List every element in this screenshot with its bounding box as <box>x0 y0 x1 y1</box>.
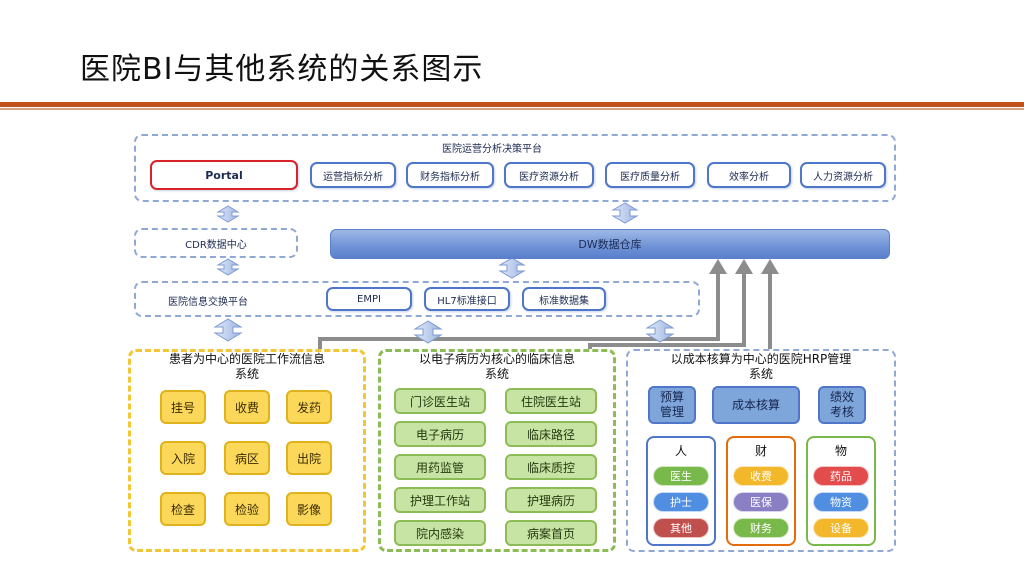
emr-item-case-front-page[interactable]: 病案首页 <box>505 520 597 546</box>
empi-button[interactable]: EMPI <box>326 287 412 311</box>
hl7-interface-button[interactable]: HL7标准接口 <box>424 287 510 311</box>
chip-drug[interactable]: 药品 <box>813 466 869 486</box>
ops-indicator-analysis[interactable]: 运营指标分析 <box>310 162 396 188</box>
hrp-cost-accounting[interactable]: 成本核算 <box>712 386 800 424</box>
title-rule <box>0 102 1024 107</box>
dbl-arrow-cdr-exchange <box>216 258 240 276</box>
group-material-head: 物 <box>834 444 847 458</box>
emr-item-nursing-station[interactable]: 护理工作站 <box>394 487 486 513</box>
chip-charge[interactable]: 收费 <box>733 466 789 486</box>
hrp-performance-review[interactable]: 绩效考核 <box>818 386 866 424</box>
efficiency-analysis[interactable]: 效率分析 <box>707 162 791 188</box>
performance-line2: 考核 <box>829 405 854 419</box>
emr-title-line2: 系统 <box>484 367 509 381</box>
hrp-budget-management[interactable]: 预算管理 <box>648 386 696 424</box>
emr-title: 以电子病历为核心的临床信息 系统 <box>378 352 616 382</box>
emr-system-box <box>378 349 616 552</box>
his-item-ward[interactable]: 病区 <box>224 441 270 475</box>
arrow-head-3 <box>761 259 779 274</box>
his-item-admission[interactable]: 入院 <box>160 441 206 475</box>
his-item-charge[interactable]: 收费 <box>224 390 270 424</box>
hr-analysis[interactable]: 人力资源分析 <box>800 162 886 188</box>
medical-resource-analysis[interactable]: 医疗资源分析 <box>504 162 594 188</box>
dbl-arrow-platform-dw <box>611 202 639 224</box>
chip-supplies[interactable]: 物资 <box>813 492 869 512</box>
group-finance-head: 财 <box>754 444 767 458</box>
cdr-label: CDR数据中心 <box>185 239 247 251</box>
hrp-group-people: 人 医生 护士 其他 <box>646 436 716 546</box>
chip-equipment[interactable]: 设备 <box>813 518 869 538</box>
emr-item-outpatient-station[interactable]: 门诊医生站 <box>394 388 486 414</box>
hrp-title-line2: 系统 <box>748 367 773 381</box>
finance-indicator-analysis[interactable]: 财务指标分析 <box>406 162 494 188</box>
his-item-discharge[interactable]: 出院 <box>286 441 332 475</box>
his-title-line1: 患者为中心的医院工作流信息 <box>168 352 325 366</box>
dbl-arrow-portal-cdr <box>216 205 240 223</box>
hrp-title-line1: 以成本核算为中心的医院HRP管理 <box>670 352 852 366</box>
his-item-exam[interactable]: 检查 <box>160 492 206 526</box>
hrp-title: 以成本核算为中心的医院HRP管理 系统 <box>626 352 896 382</box>
chip-insurance[interactable]: 医保 <box>733 492 789 512</box>
his-item-lab[interactable]: 检验 <box>224 492 270 526</box>
emr-item-medication-monitor[interactable]: 用药监管 <box>394 454 486 480</box>
performance-line1: 绩效 <box>829 390 854 404</box>
budget-line2: 管理 <box>659 405 684 419</box>
exchange-label: 医院信息交换平台 <box>168 297 248 308</box>
dbl-arrow-exchange-his <box>213 318 243 342</box>
dbl-arrow-exchange-hrp <box>645 319 675 343</box>
dbl-arrow-dw-exchange <box>498 257 526 279</box>
medical-quality-analysis[interactable]: 医疗质量分析 <box>605 162 695 188</box>
chip-nurse[interactable]: 护士 <box>653 492 709 512</box>
cost-accounting-label: 成本核算 <box>731 397 780 412</box>
group-people-head: 人 <box>674 444 687 458</box>
dw-data-warehouse: DW数据仓库 <box>330 229 890 259</box>
emr-item-emr[interactable]: 电子病历 <box>394 421 486 447</box>
cdr-data-center: CDR数据中心 <box>134 228 298 258</box>
hrp-group-finance: 财 收费 医保 财务 <box>726 436 796 546</box>
dbl-arrow-exchange-emr <box>413 320 443 344</box>
emr-title-line1: 以电子病历为核心的临床信息 <box>418 352 575 366</box>
his-item-dispense[interactable]: 发药 <box>286 390 332 424</box>
emr-item-nursing-record[interactable]: 护理病历 <box>505 487 597 513</box>
emr-item-inpatient-station[interactable]: 住院医生站 <box>505 388 597 414</box>
hrp-group-material: 物 药品 物资 设备 <box>806 436 876 546</box>
his-item-imaging[interactable]: 影像 <box>286 492 332 526</box>
emr-item-clinical-pathway[interactable]: 临床路径 <box>505 421 597 447</box>
arrow-head-2 <box>735 259 753 274</box>
emr-item-infection[interactable]: 院内感染 <box>394 520 486 546</box>
title-rule-thin <box>0 108 1024 110</box>
portal-button[interactable]: Portal <box>150 160 298 190</box>
page-title: 医院BI与其他系统的关系图示 <box>80 52 484 87</box>
dw-label: DW数据仓库 <box>578 238 642 251</box>
chip-other[interactable]: 其他 <box>653 518 709 538</box>
chip-doctor[interactable]: 医生 <box>653 466 709 486</box>
his-item-registration[interactable]: 挂号 <box>160 390 206 424</box>
his-title: 患者为中心的医院工作流信息 系统 <box>128 352 366 382</box>
platform-label: 医院运营分析决策平台 <box>442 144 542 155</box>
his-title-line2: 系统 <box>234 367 259 381</box>
arrow-head-1 <box>709 259 727 274</box>
emr-item-clinical-qc[interactable]: 临床质控 <box>505 454 597 480</box>
budget-line1: 预算 <box>659 390 684 404</box>
chip-finance[interactable]: 财务 <box>733 518 789 538</box>
standard-dataset-button[interactable]: 标准数据集 <box>522 287 606 311</box>
